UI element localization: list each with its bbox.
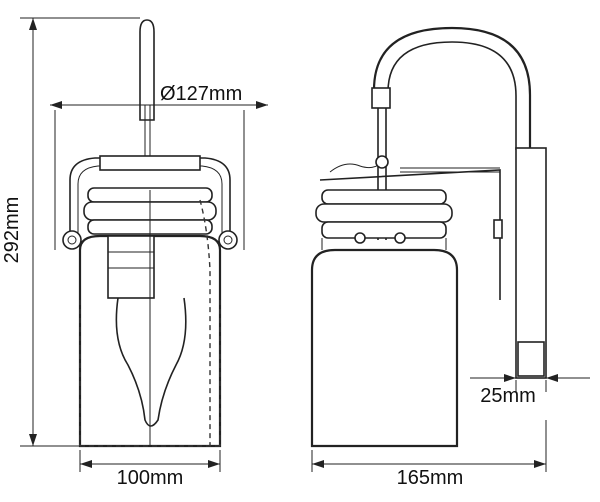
height-dimension: 292mm	[1, 17, 140, 447]
side-view-lamp	[310, 26, 547, 448]
side-jar	[310, 248, 459, 448]
front-socket	[107, 235, 155, 299]
diameter-label: Ø127mm	[160, 83, 242, 105]
side-gooseneck	[372, 26, 532, 150]
front-knob-right	[218, 230, 238, 250]
diameter-dimension: Ø127mm	[50, 83, 268, 250]
front-jar	[78, 234, 222, 448]
backplate-width-dimension: 25mm	[470, 374, 590, 407]
backplate-width-label: 25mm	[480, 385, 536, 407]
front-knob-left	[62, 230, 82, 250]
front-width-label: 100mm	[117, 467, 184, 489]
side-depth-label: 165mm	[397, 467, 464, 489]
height-label: 292mm	[1, 197, 23, 264]
front-width-dimension: 100mm	[79, 450, 221, 489]
side-wall-plate	[515, 147, 547, 379]
front-view-lamp	[62, 19, 238, 448]
side-depth-dimension: 165mm	[311, 420, 547, 489]
front-rod	[139, 19, 155, 121]
front-bulb	[115, 297, 187, 427]
